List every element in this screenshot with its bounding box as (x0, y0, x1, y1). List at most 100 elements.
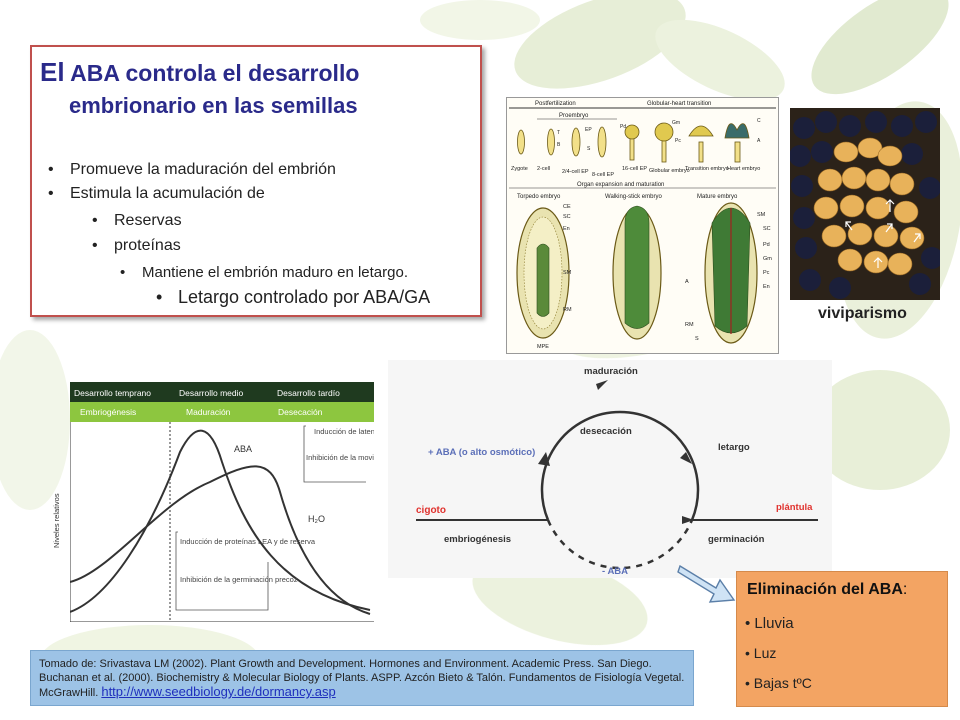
graph-head-early: Desarrollo temprano (74, 388, 151, 398)
stage-label-5: 16-cell EP (622, 166, 647, 172)
small-label-pc-2: Pc (763, 270, 770, 276)
elimination-item-light: • Luz (745, 645, 777, 661)
small-label-pc: Pc (675, 138, 681, 144)
stage-label-2: 2-cell (537, 166, 550, 172)
graph-head-maturation: Maduración (186, 407, 231, 417)
h2o-curve (70, 465, 371, 615)
arrow-right (680, 452, 692, 464)
vivipary-label: viviparismo (818, 305, 907, 322)
h2o-curve-label: H₂O (308, 514, 325, 524)
small-label-pd: Pd (620, 124, 626, 130)
small-label-rm-2: RM (685, 322, 694, 328)
cycle-embriogenesis: embriogénesis (444, 534, 511, 545)
bullet-4: proteínas (92, 237, 181, 255)
stages-header-globular: Globular-heart transition (647, 101, 711, 107)
graph-head-desiccation: Desecación (278, 407, 323, 417)
cycle-arc-top (540, 410, 700, 521)
citation-link[interactable]: http://www.seedbiology.de/dormancy.asp (101, 684, 336, 699)
elimination-item-light-text: Luz (753, 645, 777, 661)
stage-label-7: Transition embryo (685, 166, 729, 172)
small-label-gm: Gm (672, 120, 680, 126)
small-label-sm-2: SM (757, 212, 766, 218)
cycle-plantula: plántula (776, 502, 813, 513)
cycle-maduracion: maduración (584, 366, 638, 377)
pointer-arrow-icon (677, 564, 736, 603)
stage-label-4: 8-cell EP (592, 172, 614, 178)
small-label-t: T (557, 130, 560, 136)
small-label-mpe: MPE (537, 344, 549, 350)
stage-label-8: Heart embryo (727, 166, 760, 172)
stage-label-walking: Walking-stick embryo (605, 194, 662, 200)
title-box: El ABA controla el desarrollo embrionari… (30, 45, 482, 317)
graph-header-green (70, 402, 374, 422)
cycle-menos-aba: - ABA (602, 566, 628, 577)
small-label-rm: RM (563, 307, 572, 313)
title-line-1: El ABA controla el desarrollo (40, 57, 359, 88)
small-label-c: C (757, 118, 761, 124)
stage-label-1: Zygote (511, 166, 528, 172)
stage-label-3: 2/4-cell EP (562, 169, 589, 175)
bullet-5: Mantiene el embrión maduro en letargo. (120, 264, 408, 281)
small-label-b: B (557, 142, 561, 148)
elimination-title-text: Eliminación del ABA (747, 581, 903, 598)
annot-inhibit-germination: Inhibición de la germinación precoz (180, 575, 298, 584)
small-label-a: A (757, 138, 761, 144)
arrow-left (538, 452, 550, 466)
aba-levels-graph: Desarrollo temprano Desarrollo medio Des… (70, 382, 374, 622)
aba-curve (70, 429, 371, 613)
small-label-sm: SM (563, 270, 572, 276)
small-label-en: En (563, 226, 570, 232)
bullet-3: Reservas (92, 212, 181, 230)
stage-label-mature: Mature embryo (697, 194, 738, 200)
arrow-plantula (682, 516, 694, 524)
title-line-1-rest: ABA controla el desarrollo (64, 60, 360, 86)
cycle-germinacion: germinación (708, 534, 765, 545)
small-label-ce: CE (563, 204, 571, 210)
elimination-item-cold-text: Bajas tºC (753, 675, 812, 691)
cycle-cigoto: cigoto (416, 505, 446, 516)
small-label-a-2: A (685, 279, 689, 285)
aba-elimination-box: Eliminación del ABA: • Lluvia • Luz • Ba… (736, 571, 948, 707)
graph-y-axis-label: Niveles relativos (52, 493, 61, 548)
bullet-1: Promueve la maduración del embrión (48, 161, 336, 179)
graph-head-late: Desarrollo tardío (277, 388, 340, 398)
graph-head-embryogenesis: Embriogénesis (80, 407, 136, 417)
graph-head-middle: Desarrollo medio (179, 388, 244, 398)
bullet-6: Letargo controlado por ABA/GA (156, 287, 430, 308)
small-label-gm-2: Gm (763, 256, 772, 262)
citation-box: Tomado de: Srivastava LM (2002). Plant G… (30, 650, 694, 706)
annot-inhibit-mobilization: Inhibición de la movilización reservas (306, 453, 374, 462)
bullet-2: Estimula la acumulación de (48, 185, 265, 203)
stages-organ-header: Organ expansion and maturation (577, 182, 664, 188)
seed-cycle-diagram: maduración desecación letargo + ABA (o a… (388, 360, 832, 578)
small-label-s: S (587, 146, 591, 152)
stage-label-6: Globular embryo (649, 168, 690, 174)
cycle-desecacion: desecación (580, 426, 632, 437)
annot-lea-proteins: Inducción de proteínas LEA y de reserva (180, 537, 316, 546)
elimination-title-colon: : (902, 581, 908, 598)
small-label-en-2: En (763, 284, 770, 290)
elimination-item-rain-text: Lluvia (754, 615, 794, 632)
vivipary-corn-photo (790, 108, 940, 300)
stages-proembryo: Proembryo (559, 113, 589, 119)
cycle-letargo: letargo (718, 442, 750, 453)
small-label-pd-2: Pd (763, 242, 770, 248)
small-label-s-2: S (695, 336, 699, 342)
graph-header-dark (70, 382, 374, 402)
aba-curve-label: ABA (234, 444, 252, 454)
embryo-stages-figure: Postfertilization Globular-heart transit… (506, 97, 779, 354)
cycle-arc-bottom (546, 519, 694, 570)
stages-header-postfert: Postfertilization (535, 101, 576, 107)
small-label-sc: SC (563, 214, 571, 220)
svg-text:Niveles relativos: Niveles relativos (52, 493, 61, 548)
small-label-sc-2: SC (763, 226, 771, 232)
stage-label-torpedo: Torpedo embryo (517, 194, 561, 200)
title-first-word: El (40, 57, 65, 87)
cycle-mas-aba: + ABA (o alto osmótico) (428, 447, 535, 458)
elimination-item-cold: • Bajas tºC (745, 675, 812, 691)
citation-text: Tomado de: Srivastava LM (2002). Plant G… (39, 658, 685, 699)
title-line-2: embrionario en las semillas (69, 93, 358, 118)
elimination-title: Eliminación del ABA: (747, 581, 907, 599)
annot-induction-latency: Inducción de latencia (314, 427, 374, 436)
arrow-top (596, 380, 608, 390)
